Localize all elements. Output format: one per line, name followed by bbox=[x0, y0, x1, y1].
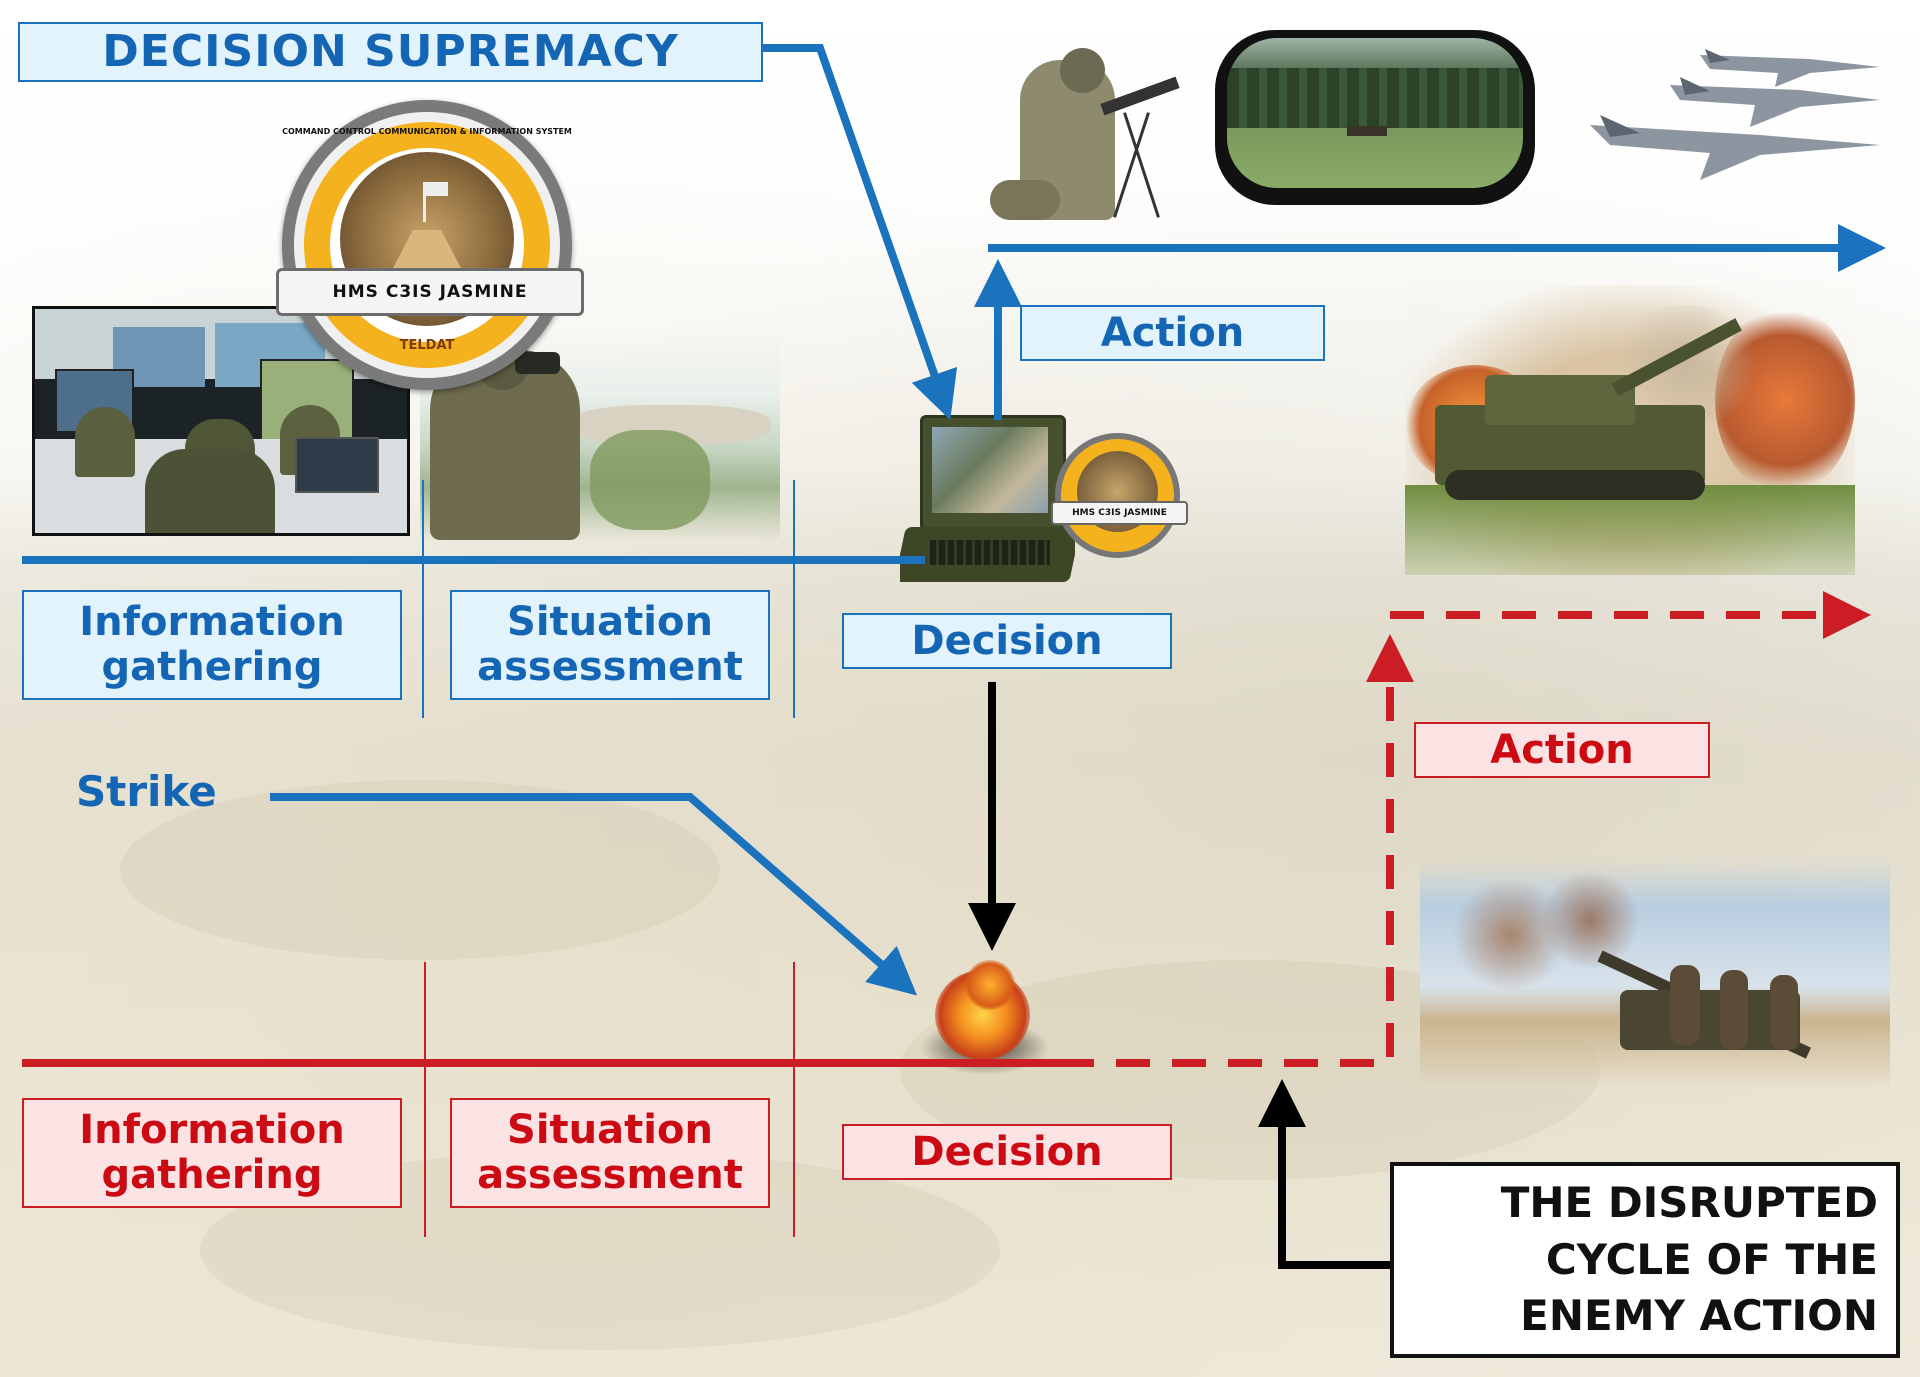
badge-brand: TELDAT bbox=[399, 338, 455, 353]
disrupted-cycle-callout: THE DISRUPTED CYCLE OF THE ENEMY ACTION bbox=[1390, 1162, 1900, 1358]
own-step-action: Action bbox=[1020, 305, 1325, 361]
enemy-step-decision: Decision bbox=[842, 1124, 1172, 1180]
badge-ring-text: COMMAND CONTROL COMMUNICATION & INFORMAT… bbox=[282, 127, 572, 136]
sand-patch bbox=[120, 780, 720, 960]
c3is-badge: COMMAND CONTROL COMMUNICATION & INFORMAT… bbox=[276, 100, 584, 390]
sniper-team-photo bbox=[990, 30, 1190, 225]
supremacy-arrow bbox=[762, 44, 958, 421]
small-badge-name: HMS C3IS JASMINE bbox=[1072, 508, 1167, 518]
enemy-step-information-gathering: Information gathering bbox=[22, 1098, 402, 1208]
self-propelled-howitzer-photo bbox=[1405, 285, 1855, 575]
decision-supremacy-title: DECISION SUPREMACY bbox=[18, 22, 763, 82]
own-step-information-gathering: Information gathering bbox=[22, 590, 402, 700]
enemy-disrupted-path bbox=[1060, 634, 1414, 1067]
strike-label: Strike bbox=[76, 767, 217, 816]
enemy-step-action: Action bbox=[1414, 722, 1710, 778]
strike-arrow bbox=[270, 793, 918, 996]
fighter-jets-photo bbox=[1580, 45, 1890, 190]
badge-name: HMS C3IS JASMINE bbox=[332, 282, 528, 302]
explosion-icon bbox=[910, 960, 1060, 1075]
own-step-situation-assessment: Situation assessment bbox=[450, 590, 770, 700]
towed-howitzer-photo bbox=[1420, 860, 1890, 1090]
callout-arrow bbox=[1258, 1079, 1390, 1269]
own-step-decision: Decision bbox=[842, 613, 1172, 669]
small-c3is-badge: HMS C3IS JASMINE bbox=[1051, 433, 1188, 558]
laptop-terminal-photo bbox=[900, 415, 1075, 600]
scope-view-photo bbox=[1215, 30, 1535, 205]
enemy-step-situation-assessment: Situation assessment bbox=[450, 1098, 770, 1208]
